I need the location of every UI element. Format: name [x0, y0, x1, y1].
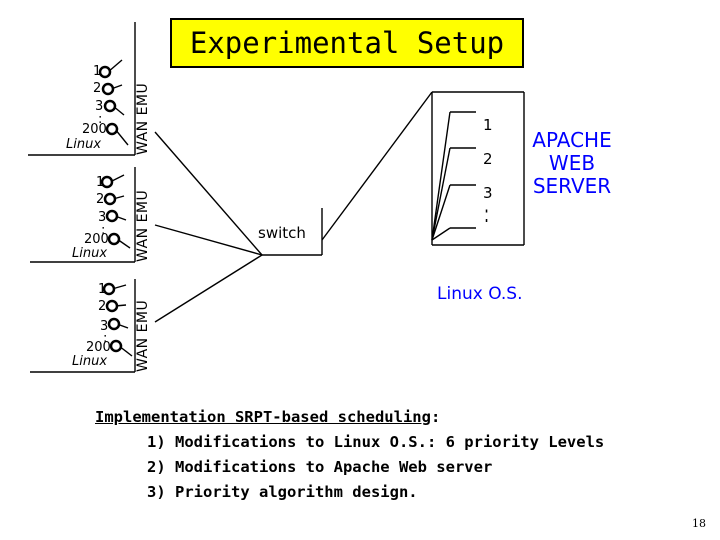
client-3-port-200: 200	[86, 340, 111, 355]
client-2-port-connector-4	[107, 232, 121, 246]
client-2-to-switch-link	[154, 224, 263, 256]
client-1-port-200: 200	[82, 122, 107, 137]
switch-to-server-link	[321, 91, 433, 241]
implementation-notes: Implementation SRPT-based scheduling: 1)…	[95, 405, 604, 505]
client-1-to-switch-link	[154, 131, 263, 256]
client-2-wan-emulator: WAN EMU	[135, 189, 151, 262]
server-port-3: 3	[483, 184, 493, 202]
server-fan-wire-2	[431, 147, 451, 241]
client-2-port-3: 3	[98, 210, 107, 225]
client-3-port-connector-1	[102, 282, 116, 296]
client-2-port-1: 1	[96, 175, 105, 190]
server-port-1: 1	[483, 116, 493, 134]
client-3-port-ellipsis: :	[103, 331, 108, 346]
client-1-port-connector-3	[103, 99, 117, 113]
server-port-ellipsis: :	[484, 199, 490, 229]
client-2-port-connector-3	[105, 209, 119, 223]
client-3-port-connector-4	[109, 339, 123, 353]
implementation-heading-text: Implementation SRPT-based scheduling	[95, 408, 431, 426]
client-1-wan-emulator: WAN EMU	[135, 82, 151, 155]
server-fan-wire-1	[431, 111, 451, 241]
client-3-wan-emulator: WAN EMU	[135, 299, 151, 372]
client-1-port-connector-2	[101, 82, 115, 96]
client-3-to-switch-link	[154, 254, 263, 323]
client-2-port-connector-2	[103, 192, 117, 206]
page-title: Experimental Setup	[170, 18, 524, 68]
client-1-port-connector-4	[105, 122, 119, 136]
client-3-port-2: 2	[98, 299, 107, 314]
implementation-item-1: 1) Modifications to Linux O.S.: 6 priori…	[147, 433, 605, 451]
server-name: APACHE WEB SERVER	[532, 128, 612, 198]
server-fan-wire-4	[431, 227, 451, 241]
title-highlight	[170, 18, 524, 68]
implementation-heading: Implementation SRPT-based scheduling:	[95, 405, 604, 430]
client-1-os-label: Linux	[66, 137, 102, 152]
client-3-port-connector-2	[105, 299, 119, 313]
server-fan-wire-3	[431, 184, 451, 241]
server-port-2: 2	[483, 150, 493, 168]
client-1-port-1: 1	[93, 64, 102, 79]
client-2-port-connector-1	[100, 175, 114, 189]
client-3-os-label: Linux	[72, 354, 108, 369]
client-1-port-connector-1	[98, 65, 112, 79]
page-number: 18	[692, 517, 706, 530]
client-1-port-ellipsis: :	[98, 112, 103, 127]
implementation-item-2: 2) Modifications to Apache Web server	[147, 458, 493, 476]
server-os-label: Linux O.S.	[437, 284, 523, 304]
client-3-port-connector-3	[107, 317, 121, 331]
client-2-port-ellipsis: :	[101, 223, 106, 238]
switch-label: switch	[258, 224, 306, 242]
client-2-port-200: 200	[84, 232, 109, 247]
implementation-item-3: 3) Priority algorithm design.	[147, 483, 418, 501]
client-3-port-3: 3	[100, 319, 109, 334]
client-1-port-2: 2	[93, 81, 102, 96]
client-1-port-3: 3	[95, 99, 104, 114]
client-2-os-label: Linux	[72, 246, 108, 261]
client-3-port-1: 1	[98, 282, 107, 297]
implementation-heading-colon: :	[430, 408, 441, 426]
client-2-port-2: 2	[96, 192, 105, 207]
